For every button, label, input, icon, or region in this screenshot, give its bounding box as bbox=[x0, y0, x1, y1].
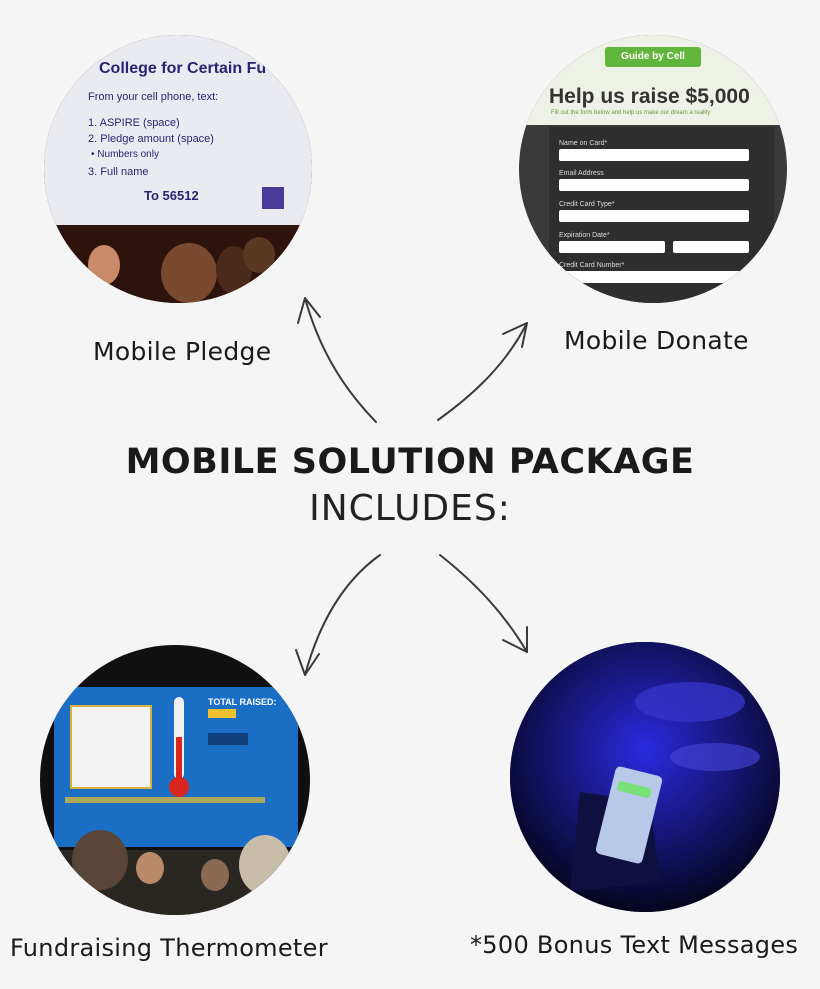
card-number-input[interactable] bbox=[559, 271, 749, 283]
donate-subheading: Fill out the form below and help us make… bbox=[551, 110, 711, 116]
pledge-slide-heading: College for Certain Fu bbox=[99, 60, 267, 77]
field-label-name: Name on Card* bbox=[559, 140, 608, 147]
expiration-month-select[interactable] bbox=[559, 241, 665, 253]
donor-list-panel bbox=[70, 705, 152, 789]
field-label-expiration: Expiration Date* bbox=[559, 232, 610, 239]
label-mobile-donate: Mobile Donate bbox=[564, 326, 749, 355]
label-fundraising-thermometer: Fundraising Thermometer bbox=[10, 934, 328, 962]
mobile-pledge-photo: College for Certain Fu From your cell ph… bbox=[44, 35, 312, 303]
email-input[interactable] bbox=[559, 179, 749, 191]
arrow-to-pledge bbox=[304, 297, 377, 423]
audience-heads bbox=[40, 820, 310, 915]
pledge-slide-intro: From your cell phone, text: bbox=[88, 91, 219, 103]
field-label-email: Email Address bbox=[559, 170, 604, 177]
donate-heading: Help us raise $5,000 bbox=[549, 85, 750, 108]
label-bonus-text-messages: *500 Bonus Text Messages bbox=[470, 931, 799, 959]
aspire-logo bbox=[262, 187, 284, 209]
thermometer-icon bbox=[168, 697, 190, 799]
label-mobile-pledge: Mobile Pledge bbox=[93, 337, 272, 366]
text-messages-photo bbox=[510, 642, 780, 912]
audience-silhouettes bbox=[44, 225, 312, 303]
package-subtitle: INCLUDES: bbox=[309, 488, 511, 529]
name-on-card-input[interactable] bbox=[559, 149, 749, 161]
phone-message-bubble bbox=[616, 780, 653, 799]
arrow-to-donate bbox=[437, 322, 528, 421]
guide-by-cell-badge: Guide by Cell bbox=[605, 47, 701, 67]
countdown-box bbox=[208, 733, 248, 745]
pledge-step-1: 1. ASPIRE (space) bbox=[88, 117, 180, 129]
pledge-slide-target: To 56512 bbox=[144, 188, 199, 203]
pledge-step-2: 2. Pledge amount (space) bbox=[88, 133, 214, 145]
pledge-step-note: • Numbers only bbox=[91, 149, 159, 160]
expiration-year-select[interactable] bbox=[673, 241, 749, 253]
total-raised-label: TOTAL RAISED: bbox=[208, 697, 277, 707]
field-label-card-type: Credit Card Type* bbox=[559, 201, 615, 208]
field-label-card-number: Credit Card Number* bbox=[559, 262, 625, 269]
arrow-to-thermometer bbox=[304, 554, 381, 676]
mobile-donate-photo: Guide by Cell Help us raise $5,000 Fill … bbox=[519, 35, 787, 303]
caption-strip bbox=[65, 797, 265, 803]
package-title: MOBILE SOLUTION PACKAGE bbox=[125, 442, 695, 482]
pledge-step-3: 3. Full name bbox=[88, 166, 149, 178]
card-type-select[interactable] bbox=[559, 210, 749, 222]
total-raised-badge bbox=[208, 709, 236, 718]
fundraising-thermometer-photo: TOTAL RAISED: bbox=[40, 645, 310, 915]
arrow-to-text-messages bbox=[439, 554, 528, 653]
